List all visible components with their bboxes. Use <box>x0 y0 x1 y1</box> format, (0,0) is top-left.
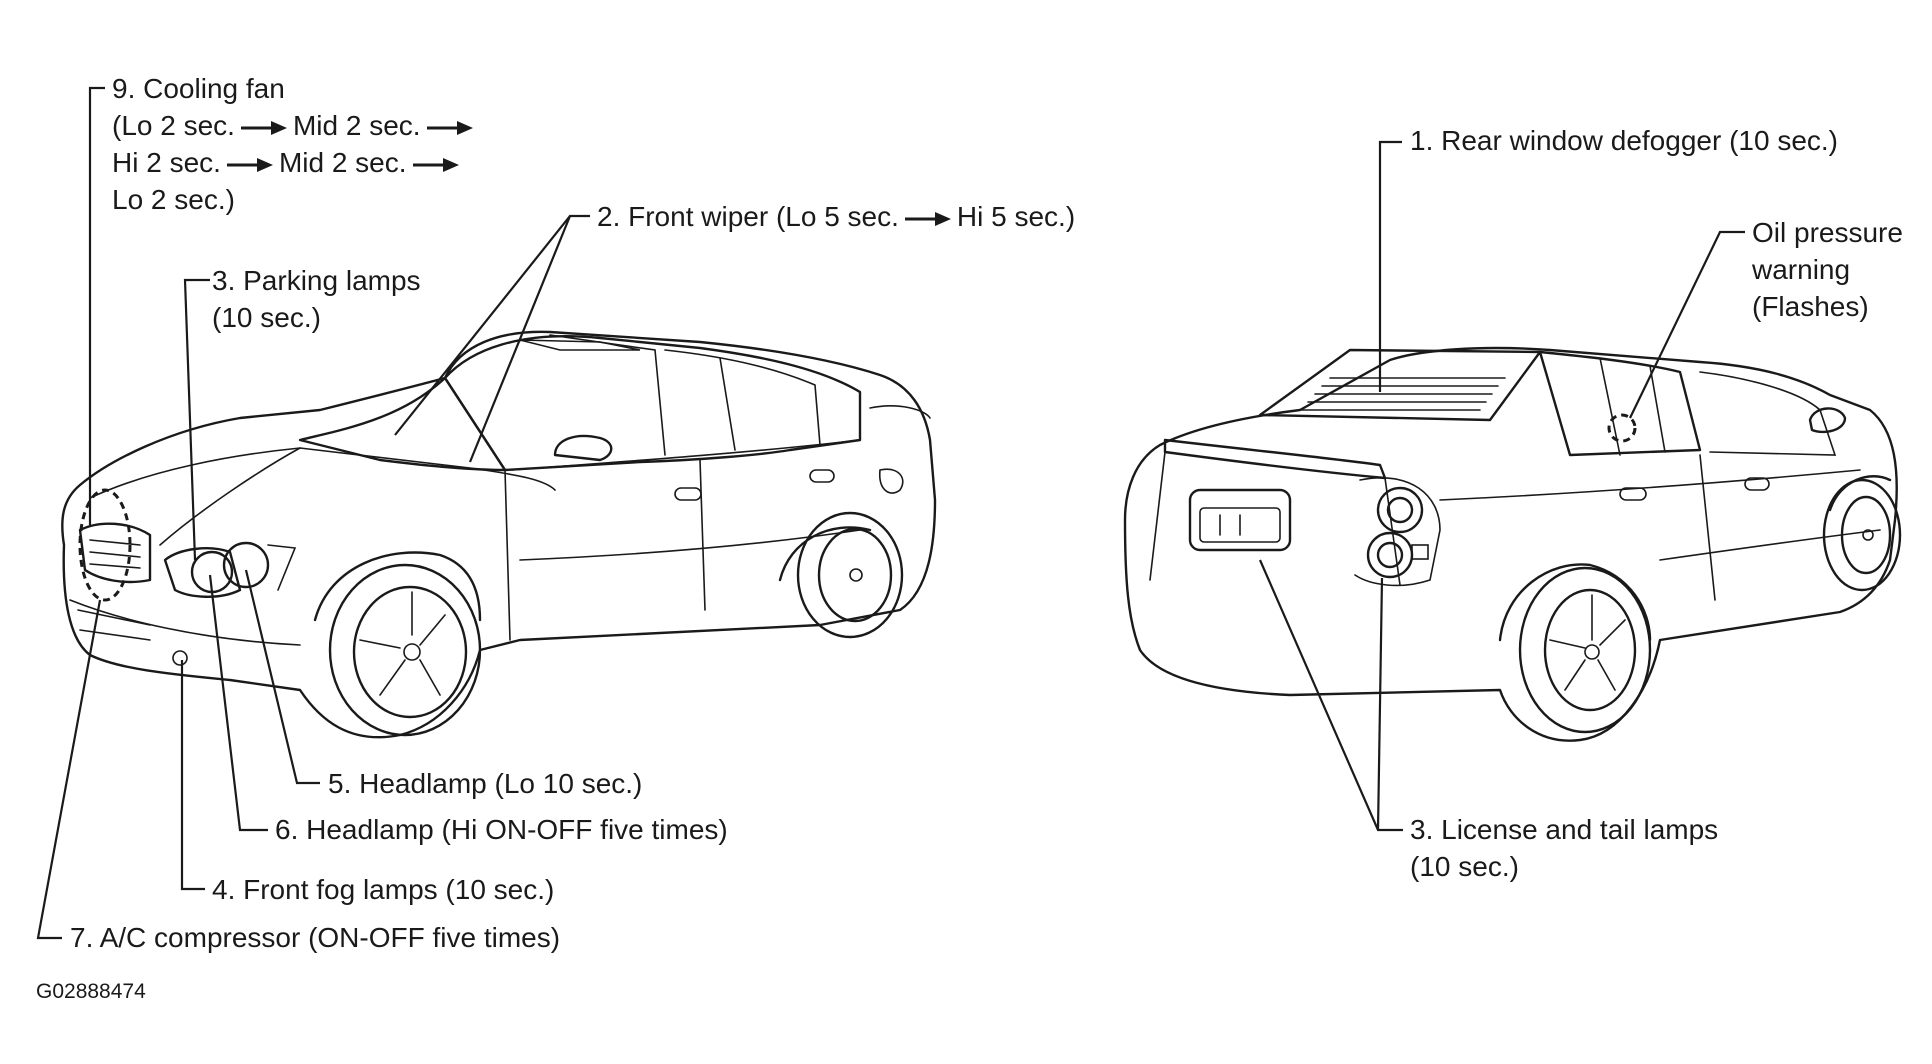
leader-lines <box>36 86 1745 940</box>
oil-pressure-line2: warning <box>1752 254 1851 285</box>
cooling-fan-label: 9. Cooling fan (Lo 2 sec. Mid 2 sec. Hi 2… <box>112 70 479 218</box>
cooling-fan-step-lo: (Lo 2 sec. <box>112 110 235 141</box>
front-wiper-hi: Hi 5 sec.) <box>956 201 1076 232</box>
parking-lamps-label: 3. Parking lamps (10 sec.) <box>212 262 421 336</box>
license-tail-lamps-label: 3. License and tail lamps (10 sec.) <box>1410 811 1718 885</box>
oil-pressure-label: Oil pressure warning (Flashes) <box>1752 214 1903 325</box>
rear-car-illustration <box>1123 346 1902 742</box>
parking-lamps-line1: 3. Parking lamps <box>212 265 421 296</box>
ac-compressor-label: 7. A/C compressor (ON-OFF five times) <box>70 922 561 953</box>
license-tail-line2: (10 sec.) <box>1410 851 1519 882</box>
front-fog-lamps-label: 4. Front fog lamps (10 sec.) <box>212 874 555 905</box>
headlamp-lo-label: 5. Headlamp (Lo 10 sec.) <box>328 768 643 799</box>
cooling-fan-line4: Lo 2 sec.) <box>112 184 235 215</box>
oil-pressure-marker <box>1607 413 1637 443</box>
front-wiper-label: 2. Front wiper (Lo 5 sec. Hi 5 sec.) <box>597 198 1075 235</box>
front-car-illustration <box>61 330 937 739</box>
figure-code: G02888474 <box>36 980 146 1003</box>
right-arrow-icon <box>240 120 287 135</box>
cooling-fan-line1: 9. Cooling fan <box>112 73 285 104</box>
right-arrow-icon <box>904 211 951 226</box>
front-wiper-lo: 2. Front wiper (Lo 5 sec. <box>597 201 899 232</box>
cooling-fan-marker <box>78 488 132 602</box>
right-arrow-icon <box>226 157 273 172</box>
cooling-fan-line3: Hi 2 sec. Mid 2 sec. <box>112 144 479 181</box>
rear-defogger-label: 1. Rear window defogger (10 sec.) <box>1410 125 1838 156</box>
cooling-fan-line2: (Lo 2 sec. Mid 2 sec. <box>112 107 479 144</box>
right-arrow-icon <box>412 157 459 172</box>
parking-lamps-line2: (10 sec.) <box>212 302 321 333</box>
license-tail-line1: 3. License and tail lamps <box>1410 814 1719 845</box>
headlamp-hi-label: 6. Headlamp (Hi ON-OFF five times) <box>275 814 728 845</box>
oil-pressure-line3: (Flashes) <box>1752 291 1869 322</box>
cooling-fan-step-hi: Hi 2 sec. <box>112 147 221 178</box>
cooling-fan-step-mid: Mid 2 sec. <box>292 110 421 141</box>
right-arrow-icon <box>426 120 473 135</box>
oil-pressure-line1: Oil pressure <box>1752 217 1903 248</box>
cooling-fan-step-mid2: Mid 2 sec. <box>278 147 407 178</box>
